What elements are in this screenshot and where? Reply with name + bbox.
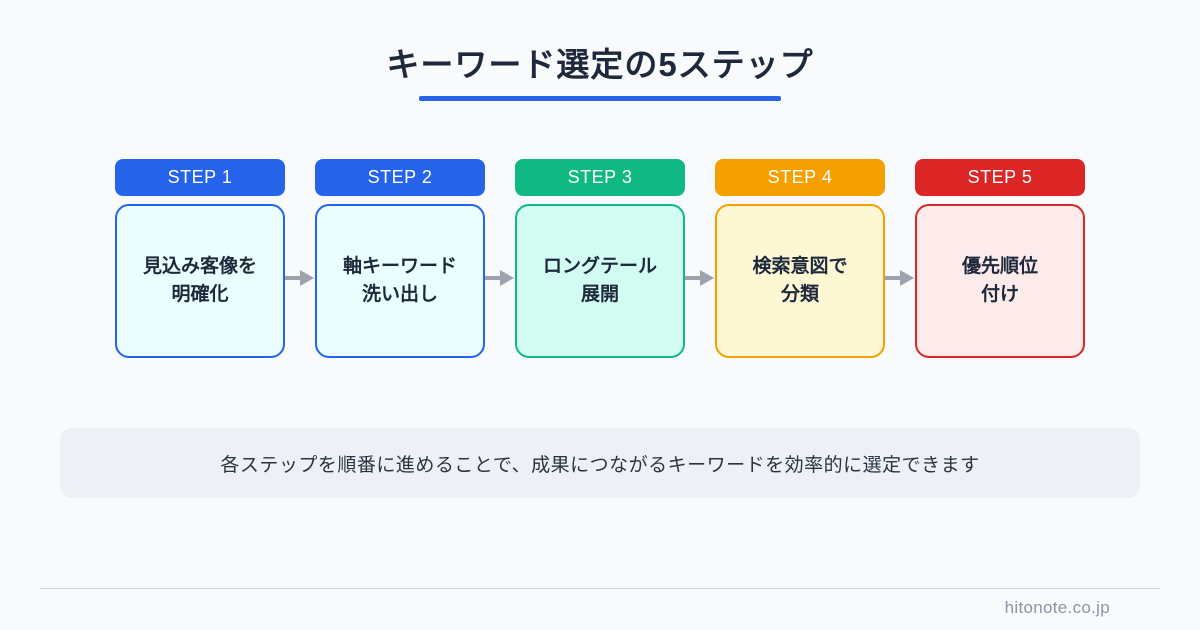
title-underline <box>419 96 781 101</box>
step-3-header-badge: STEP 3 <box>515 159 685 196</box>
step-2-text-line-1: 軸キーワード <box>342 256 457 278</box>
step-5-text-line-1: 優先順位 <box>961 256 1038 278</box>
arrow-right-icon <box>285 270 314 286</box>
step-4-text-line-2: 分類 <box>780 284 819 305</box>
steps-row: STEP 1 見込み客像を 明確化 STEP 2 軸キーワード 洗い出し STE… <box>0 159 1200 358</box>
note-text: 各ステップを順番に進めることで、成果につながるキーワードを効率的に選定できます <box>220 454 980 476</box>
step-2-header-badge: STEP 2 <box>315 159 485 196</box>
step-2-label: STEP 2 <box>367 167 433 187</box>
step-column-4: STEP 4 検索意図で 分類 <box>715 159 885 358</box>
arrow-cell <box>885 159 915 288</box>
step-5-label: STEP 5 <box>967 167 1033 187</box>
step-column-3: STEP 3 ロングテール 展開 <box>515 159 685 358</box>
arrow-cell <box>485 159 515 288</box>
arrow-right-icon <box>485 270 514 286</box>
step-1-text-line-2: 明確化 <box>171 284 229 305</box>
step-column-1: STEP 1 見込み客像を 明確化 <box>115 159 285 358</box>
step-4-header-badge: STEP 4 <box>715 159 885 196</box>
arrow-cell <box>285 159 315 288</box>
arrow-right-icon <box>885 270 914 286</box>
arrow-cell <box>685 159 715 288</box>
step-column-5: STEP 5 優先順位 付け <box>915 159 1085 358</box>
note-panel: 各ステップを順番に進めることで、成果につながるキーワードを効率的に選定できます <box>60 428 1140 498</box>
step-1-card: 見込み客像を 明確化 <box>115 204 285 358</box>
step-3-label: STEP 3 <box>567 167 633 187</box>
step-1-text-line-1: 見込み客像を <box>142 256 257 278</box>
step-1-label: STEP 1 <box>167 167 233 187</box>
arrow-right-icon <box>685 270 714 286</box>
step-4-card: 検索意図で 分類 <box>715 204 885 358</box>
footer-site-label: hitonote.co.jp <box>1004 598 1110 617</box>
step-3-card: ロングテール 展開 <box>515 204 685 358</box>
step-4-text-line-1: 検索意図で <box>752 256 848 278</box>
footer: hitonote.co.jp <box>40 588 1160 618</box>
header: キーワード選定の5ステップ <box>0 0 1200 101</box>
step-3-text-line-1: ロングテール <box>542 256 657 278</box>
step-1-header-badge: STEP 1 <box>115 159 285 196</box>
step-5-card: 優先順位 付け <box>915 204 1085 358</box>
step-2-text-line-2: 洗い出し <box>361 284 438 305</box>
step-5-header-badge: STEP 5 <box>915 159 1085 196</box>
step-4-label: STEP 4 <box>767 167 833 187</box>
step-5-text-line-2: 付け <box>980 284 1019 305</box>
step-3-text-line-2: 展開 <box>580 284 619 305</box>
page-title: キーワード選定の5ステップ <box>386 46 814 83</box>
step-2-card: 軸キーワード 洗い出し <box>315 204 485 358</box>
step-column-2: STEP 2 軸キーワード 洗い出し <box>315 159 485 358</box>
